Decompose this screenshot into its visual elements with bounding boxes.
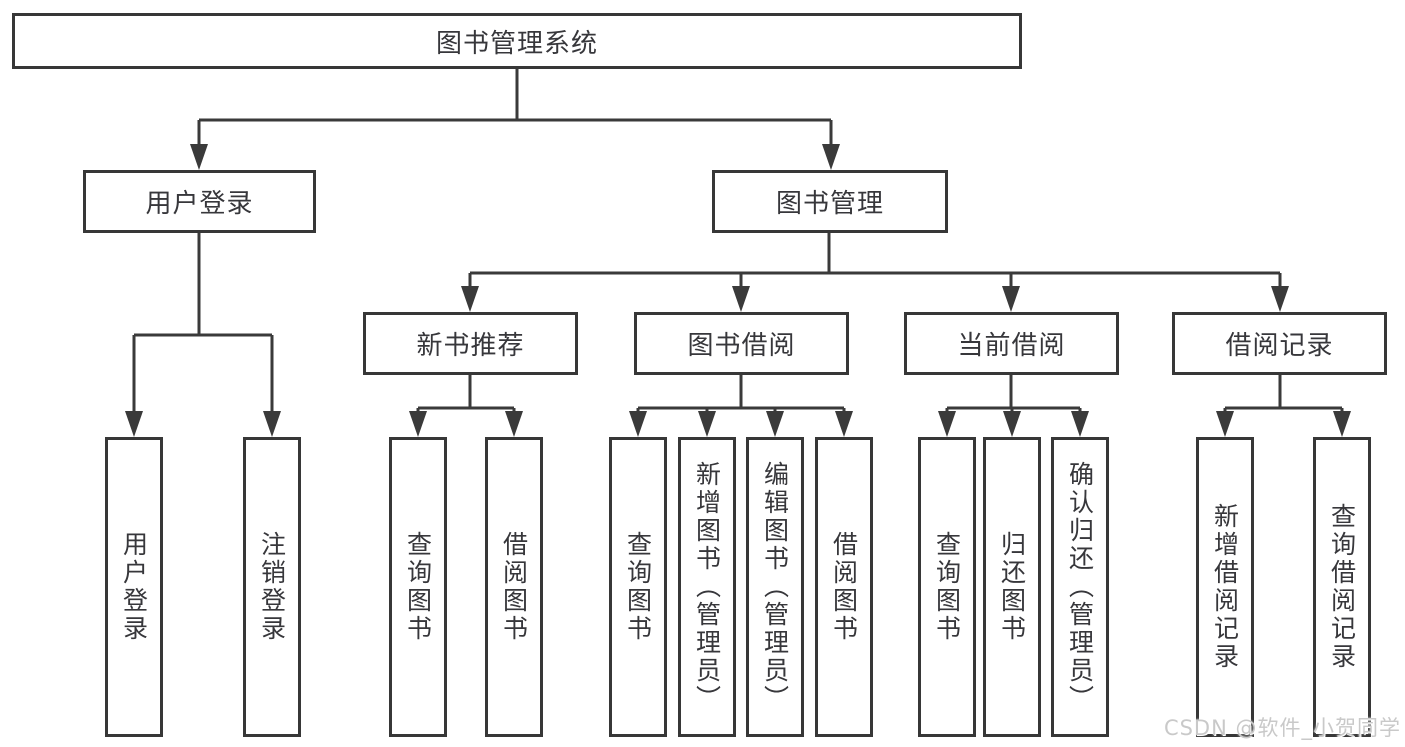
new-book-branch <box>409 375 523 437</box>
leaf-confirm-return-admin-label: 确认归还（管理员） <box>1065 461 1095 713</box>
leaf-logout: 注销登录 <box>243 437 301 737</box>
leaf-edit-book-admin-label: 编辑图书（管理员） <box>760 461 790 713</box>
root-branch <box>190 68 840 170</box>
leaf-query-book-2-label: 查询图书 <box>623 531 653 643</box>
csdn-watermark: CSDN @软件_小贺同学 <box>1163 716 1401 740</box>
node-user-login: 用户登录 <box>83 170 316 233</box>
leaf-add-book-admin-label: 新增图书（管理员） <box>692 461 722 713</box>
node-new-book-recommend: 新书推荐 <box>363 312 578 375</box>
node-root: 图书管理系统 <box>12 13 1022 69</box>
node-borrow-record-label: 借阅记录 <box>1225 331 1334 361</box>
node-new-book-recommend-label: 新书推荐 <box>416 331 525 361</box>
node-book-management-label: 图书管理 <box>775 189 884 219</box>
leaf-query-borrow-record-label: 查询借阅记录 <box>1327 503 1357 671</box>
leaf-add-borrow-record-label: 新增借阅记录 <box>1210 503 1240 671</box>
node-borrow-record: 借阅记录 <box>1172 312 1387 375</box>
node-user-login-label: 用户登录 <box>145 189 254 219</box>
leaf-add-borrow-record: 新增借阅记录 <box>1196 437 1254 737</box>
leaf-borrow-book-1: 借阅图书 <box>485 437 543 737</box>
node-book-borrow-label: 图书借阅 <box>687 331 796 361</box>
leaf-query-book-3-label: 查询图书 <box>932 531 962 643</box>
leaf-query-book-1: 查询图书 <box>389 437 447 737</box>
leaf-borrow-book-1-label: 借阅图书 <box>499 531 529 643</box>
leaf-edit-book-admin: 编辑图书（管理员） <box>746 437 804 737</box>
node-book-management: 图书管理 <box>712 170 948 233</box>
node-root-label: 图书管理系统 <box>435 28 598 59</box>
leaf-query-book-1-label: 查询图书 <box>403 531 433 643</box>
leaf-confirm-return-admin: 确认归还（管理员） <box>1051 437 1109 737</box>
user-login-branch <box>125 233 281 437</box>
book-borrow-branch <box>629 375 853 437</box>
node-current-borrow: 当前借阅 <box>904 312 1119 375</box>
leaf-user-login-label: 用户登录 <box>119 531 149 643</box>
leaf-borrow-book-2-label: 借阅图书 <box>829 531 859 643</box>
leaf-query-book-3: 查询图书 <box>918 437 976 737</box>
leaf-user-login: 用户登录 <box>105 437 163 737</box>
leaf-return-book-label: 归还图书 <box>997 531 1027 643</box>
leaf-return-book: 归还图书 <box>983 437 1041 737</box>
leaf-logout-label: 注销登录 <box>257 531 287 643</box>
leaf-query-book-2: 查询图书 <box>609 437 667 737</box>
node-current-borrow-label: 当前借阅 <box>957 331 1066 361</box>
book-management-branch <box>461 233 1289 312</box>
node-book-borrow: 图书借阅 <box>634 312 849 375</box>
leaf-add-book-admin: 新增图书（管理员） <box>678 437 736 737</box>
leaf-borrow-book-2: 借阅图书 <box>815 437 873 737</box>
borrow-record-branch <box>1216 375 1351 437</box>
leaf-query-borrow-record: 查询借阅记录 <box>1313 437 1371 737</box>
current-borrow-branch <box>938 375 1089 437</box>
